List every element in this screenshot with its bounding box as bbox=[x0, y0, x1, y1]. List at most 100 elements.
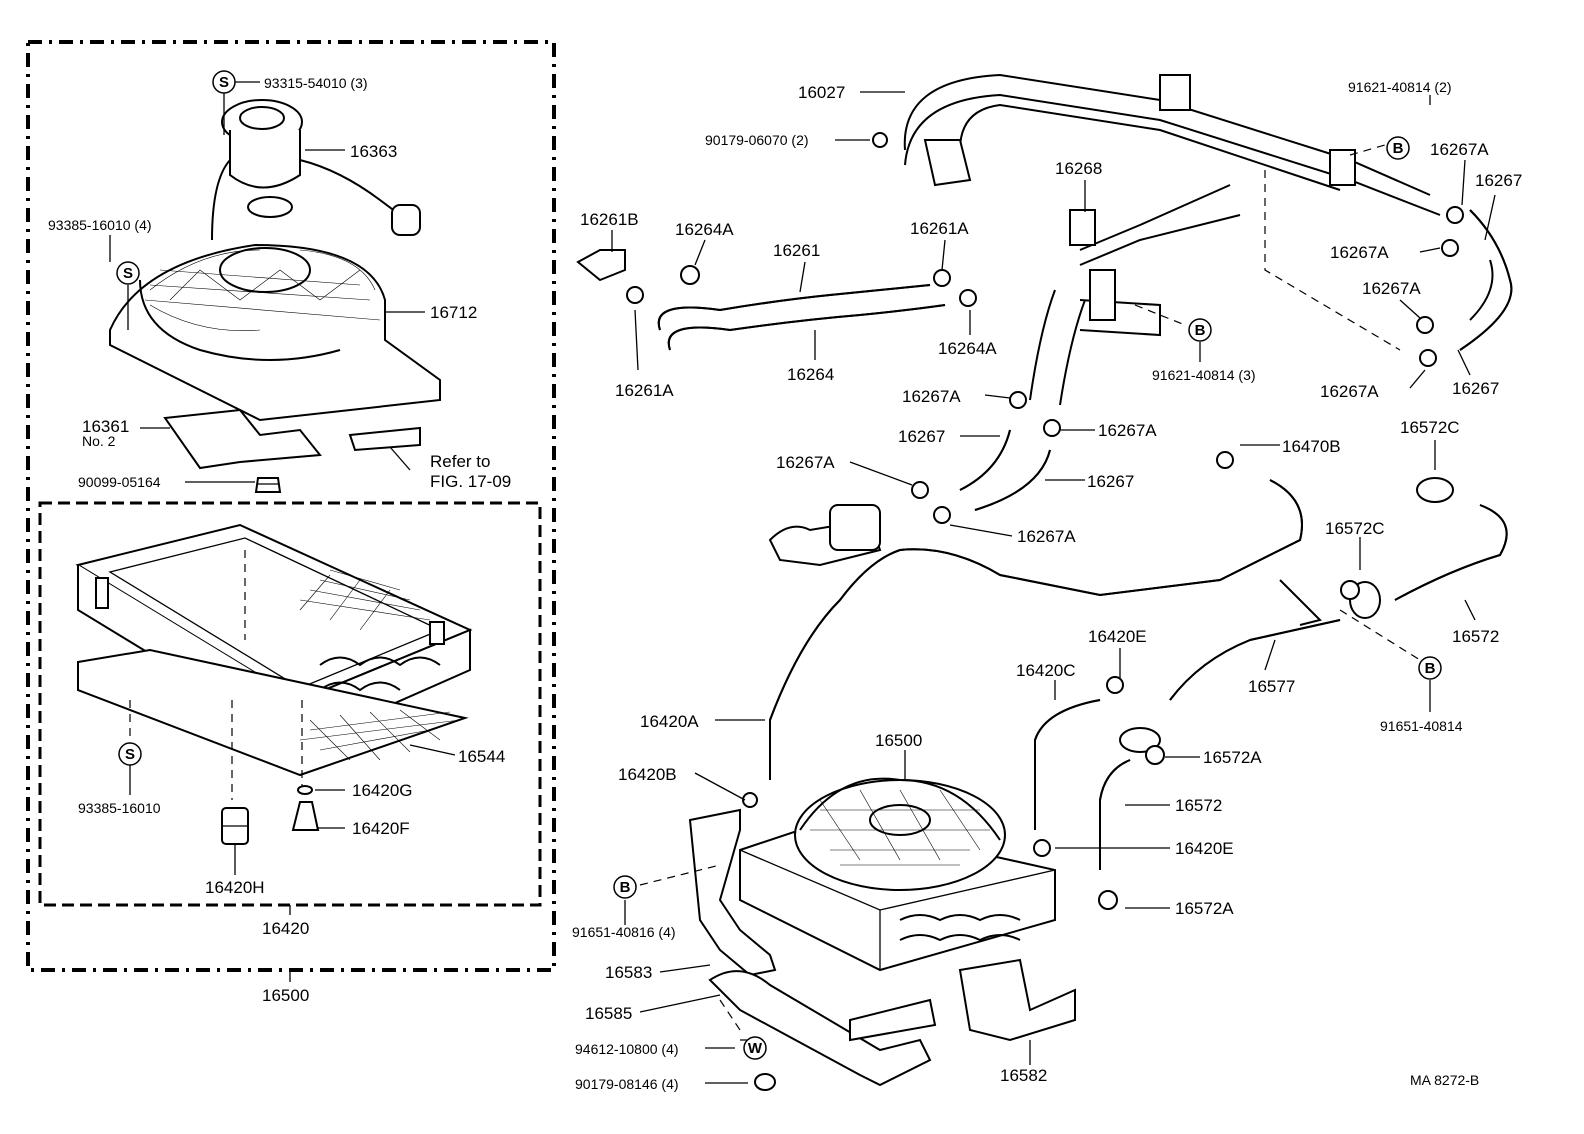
label-16027: 16027 bbox=[798, 83, 845, 102]
label-16267-4: 16267 bbox=[1087, 472, 1134, 491]
svg-text:B: B bbox=[1393, 140, 1404, 157]
svg-text:S: S bbox=[123, 265, 133, 282]
label-16264A-2: 16264A bbox=[938, 339, 997, 358]
pipe-16027 bbox=[903, 73, 1441, 216]
label-91621b: 91621-40814 (3) bbox=[1152, 367, 1256, 383]
label-16572-2: 16572 bbox=[1175, 796, 1222, 815]
label-91621a: 91621-40814 (2) bbox=[1348, 79, 1452, 95]
svg-text:S: S bbox=[219, 74, 229, 91]
bracket-16582 bbox=[849, 958, 1076, 1042]
symbol-b-4: B bbox=[613, 875, 637, 899]
label-16583: 16583 bbox=[605, 963, 652, 982]
label-93385b: 93385-16010 bbox=[78, 800, 161, 816]
leader-lines bbox=[109, 81, 1496, 1084]
fan-motor-16363 bbox=[211, 99, 421, 241]
label-16712: 16712 bbox=[430, 303, 477, 322]
label-16420E-2: 16420E bbox=[1175, 839, 1234, 858]
valve-body bbox=[768, 504, 882, 567]
label-16267-1: 16267 bbox=[1475, 171, 1522, 190]
label-16267A-1: 16267A bbox=[1430, 140, 1489, 159]
label-16420A: 16420A bbox=[640, 712, 699, 731]
label-94612: 94612-10800 (4) bbox=[575, 1041, 679, 1057]
label-16577: 16577 bbox=[1248, 677, 1295, 696]
symbol-s-1: S bbox=[212, 70, 236, 94]
label-16261: 16261 bbox=[773, 241, 820, 260]
label-16264: 16264 bbox=[787, 365, 834, 384]
label-16264A-1: 16264A bbox=[675, 220, 734, 239]
svg-text:W: W bbox=[748, 1040, 763, 1057]
label-16420H: 16420H bbox=[205, 878, 265, 897]
hose-16267-group bbox=[959, 209, 1513, 511]
alignment-lines-right bbox=[639, 144, 1421, 1041]
alignment-lines-left bbox=[129, 550, 303, 800]
label-91651a: 91651-40814 bbox=[1380, 718, 1463, 734]
label-refer2: FIG. 17-09 bbox=[430, 472, 511, 491]
label-16267A-3: 16267A bbox=[1362, 279, 1421, 298]
label-16500b: 16500 bbox=[875, 731, 922, 750]
label-16572C-2: 16572C bbox=[1325, 519, 1385, 538]
label-16267A-2: 16267A bbox=[1330, 243, 1389, 262]
symbol-s-2: S bbox=[116, 261, 140, 285]
label-16572A-2: 16572A bbox=[1175, 899, 1234, 918]
fitting-16261B bbox=[576, 249, 626, 282]
label-16572C-1: 16572C bbox=[1400, 418, 1460, 437]
label-16267-3: 16267 bbox=[898, 427, 945, 446]
bracket-16583 bbox=[688, 808, 777, 977]
label-16585: 16585 bbox=[585, 1004, 632, 1023]
lower-mesh-16544 bbox=[77, 648, 469, 777]
hose-16420A bbox=[769, 479, 1303, 780]
label-16582: 16582 bbox=[1000, 1066, 1047, 1085]
label-16420B: 16420B bbox=[618, 765, 677, 784]
label-16363: 16363 bbox=[350, 142, 397, 161]
label-16470B: 16470B bbox=[1282, 437, 1341, 456]
label-16261A-2: 16261A bbox=[615, 381, 674, 400]
label-91651b: 91651-40816 (4) bbox=[572, 924, 676, 940]
label-16420C: 16420C bbox=[1016, 661, 1076, 680]
diagram-code: MA 8272-B bbox=[1410, 1072, 1479, 1088]
label-16267A-4: 16267A bbox=[1320, 382, 1379, 401]
label-16420F: 16420F bbox=[352, 819, 410, 838]
label-16268: 16268 bbox=[1055, 159, 1102, 178]
clamps bbox=[626, 132, 1464, 1091]
hose-16572-upper bbox=[1394, 477, 1508, 601]
bracket-16585 bbox=[708, 970, 932, 1087]
label-16267A-6: 16267A bbox=[1098, 421, 1157, 440]
hose-16261 bbox=[657, 284, 946, 351]
symbol-b-3: B bbox=[1418, 656, 1442, 680]
hose-16420C bbox=[1034, 699, 1101, 830]
label-refer1: Refer to bbox=[430, 452, 490, 471]
label-16572A-1: 16572A bbox=[1203, 748, 1262, 767]
label-16500a: 16500 bbox=[262, 986, 309, 1005]
svg-text:B: B bbox=[620, 879, 631, 896]
label-93315: 93315-54010 (3) bbox=[264, 75, 368, 91]
label-16267A-8: 16267A bbox=[1017, 527, 1076, 546]
label-16361-no: No. 2 bbox=[82, 433, 116, 449]
label-16420E-1: 16420E bbox=[1088, 627, 1147, 646]
svg-text:B: B bbox=[1425, 660, 1436, 677]
mount-16420F bbox=[291, 801, 320, 831]
label-16267A-5: 16267A bbox=[902, 387, 961, 406]
label-16361: 16361 bbox=[82, 417, 129, 436]
rear-radiator-16500 bbox=[739, 777, 1056, 972]
label-90179a: 90179-06070 (2) bbox=[705, 132, 809, 148]
label-16267A-7: 16267A bbox=[776, 453, 835, 472]
washer-16420G bbox=[297, 785, 313, 795]
label-16420: 16420 bbox=[262, 919, 309, 938]
symbol-b-1: B bbox=[1386, 136, 1410, 160]
label-16261B: 16261B bbox=[580, 210, 639, 229]
shroud-16361 bbox=[163, 408, 421, 470]
symbol-s-3: S bbox=[118, 742, 142, 766]
fan-shroud-16712 bbox=[109, 243, 441, 422]
label-90179b: 90179-08146 (4) bbox=[575, 1076, 679, 1092]
bolt-90099 bbox=[254, 477, 282, 493]
label-93385a: 93385-16010 (4) bbox=[48, 217, 152, 233]
hose-16572-lower bbox=[1099, 727, 1161, 870]
symbol-w: W bbox=[743, 1036, 767, 1060]
outer-assembly-box-16500 bbox=[26, 40, 556, 972]
symbol-b-2: B bbox=[1188, 318, 1212, 342]
label-90099: 90099-05164 bbox=[78, 474, 161, 490]
label-16544: 16544 bbox=[458, 747, 505, 766]
label-16267-2: 16267 bbox=[1452, 379, 1499, 398]
label-16261A-1: 16261A bbox=[910, 219, 969, 238]
